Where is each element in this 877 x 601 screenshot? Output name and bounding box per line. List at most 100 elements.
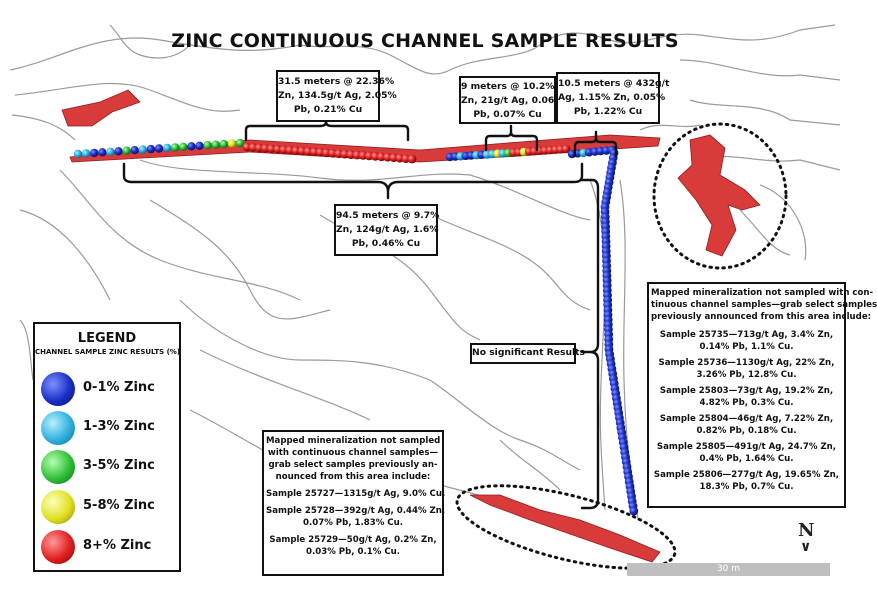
- sample-line: Sample 25728—392g/t Ag, 0.44% Zn,: [266, 506, 446, 516]
- sample-bead: [81, 149, 91, 158]
- sample-bead: [154, 144, 164, 153]
- callout-line: Zn, 134.5g/t Ag, 2.05%: [278, 90, 397, 101]
- bracket-no-results: [580, 178, 600, 510]
- sample-line: 0.14% Pb, 1.1% Cu.: [699, 342, 794, 352]
- callout-31-5m: 31.5 meters @ 22.36% Zn, 134.5g/t Ag, 2.…: [276, 70, 397, 122]
- callout-line: 94.5 meters @ 9.7%: [336, 210, 440, 221]
- sample-line: 0.07% Pb, 1.83% Cu.: [302, 518, 403, 528]
- note-line: with continuous channel samples—: [267, 448, 439, 458]
- legend-item-3-5: 3-5% Zinc: [41, 450, 177, 484]
- sample-bead: [235, 138, 245, 148]
- zinc-3-5-swatch: [41, 450, 75, 484]
- callout-line: 9 meters @ 10.2%: [461, 81, 555, 92]
- sample-bead: [187, 142, 196, 151]
- sample-bead: [98, 148, 107, 157]
- map-title: ZINC CONTINUOUS CHANNEL SAMPLE RESULTS: [171, 30, 679, 52]
- right-mineralization-ellipse: [652, 122, 788, 270]
- sample-25728: Sample 25728—392g/t Ag, 0.44% Zn, 0.07% P…: [266, 505, 446, 529]
- sample-bead: [219, 139, 228, 149]
- legend-label: 3-5% Zinc: [83, 458, 155, 473]
- legend-subtitle: CHANNEL SAMPLE ZINC RESULTS (%): [35, 348, 181, 356]
- sample-bead: [171, 143, 180, 152]
- sample-bead: [162, 143, 172, 153]
- sample-bead: [227, 139, 237, 148]
- sample-bead: [73, 149, 83, 159]
- sample-bead: [114, 147, 123, 156]
- sample-line: Sample 25803—73g/t Ag, 19.2% Zn,: [659, 386, 834, 396]
- callout-94-5m: 94.5 meters @ 9.7% Zn, 124g/t Ag, 1.6% P…: [334, 204, 440, 256]
- zinc-5-8-swatch: [41, 490, 75, 524]
- sample-25736: Sample 25736—1130g/t Ag, 22% Zn, 3.26% Pb…: [651, 357, 842, 381]
- callout-line: 10.5 meters @ 432g/t: [558, 78, 670, 89]
- note-line: grab select samples previously an-: [268, 460, 438, 470]
- sample-line: 3.26% Pb, 12.8% Cu.: [696, 370, 797, 380]
- scale-label: 30 m: [716, 564, 741, 574]
- sample-bead: [407, 154, 417, 164]
- sample-bead: [106, 147, 115, 156]
- callout-10-5m: 10.5 meters @ 432g/t Ag, 1.15% Zn, 0.05%…: [556, 72, 670, 124]
- callout-no-results: No significant Results: [470, 343, 585, 364]
- sample-line: Sample 25736—1130g/t Ag, 22% Zn,: [658, 358, 835, 368]
- note-line: tinuous channel samples—grab select samp…: [651, 300, 877, 310]
- bracket-9m: [484, 124, 539, 152]
- left-mineralization-ellipse: [455, 484, 677, 570]
- legend-item-0-1: 0-1% Zinc: [41, 372, 177, 406]
- sample-bead: [122, 146, 131, 155]
- sample-bead: [146, 144, 156, 154]
- sample-bead: [203, 141, 212, 150]
- legend-label: 5-8% Zinc: [83, 498, 155, 513]
- sample-line: 0.4% Pb, 1.64% Cu.: [699, 454, 794, 464]
- callout-line: Ag, 1.15% Zn, 0.05%: [558, 92, 666, 103]
- callout-line: No significant Results: [472, 347, 585, 358]
- sample-bead: [138, 145, 147, 154]
- bracket-94-5m: [122, 162, 584, 200]
- sample-25727: Sample 25727—1315g/t Ag, 9.0% Cu.: [266, 488, 446, 500]
- callout-line: Zn, 21g/t Ag, 0.06%: [461, 95, 564, 106]
- sample-bead: [130, 146, 139, 155]
- sample-line: Sample 25735—713g/t Ag, 3.4% Zn,: [659, 330, 834, 340]
- zinc-8-plus-swatch: [41, 530, 75, 564]
- note-line: Mapped mineralization not sampled with c…: [651, 288, 874, 298]
- callout-9m: 9 meters @ 10.2% Zn, 21g/t Ag, 0.06% Pb,…: [459, 76, 564, 124]
- sample-line: 18.3% Pb, 0.7% Cu.: [699, 482, 794, 492]
- sample-line: Sample 25806—277g/t Ag, 19.65% Zn,: [653, 470, 840, 480]
- sample-25735: Sample 25735—713g/t Ag, 3.4% Zn, 0.14% Pb…: [651, 329, 842, 353]
- sample-25806: Sample 25806—277g/t Ag, 19.65% Zn, 18.3% …: [651, 469, 842, 493]
- zinc-0-1-swatch: [41, 372, 75, 406]
- sample-bead: [90, 148, 99, 158]
- sample-bead: [179, 142, 188, 151]
- sample-25729: Sample 25729—50g/t Ag, 0.2% Zn, 0.03% Pb,…: [266, 534, 440, 558]
- north-label: N: [798, 520, 815, 541]
- sample-bead: [211, 140, 220, 149]
- callout-line: Zn, 124g/t Ag, 1.6%: [336, 224, 439, 235]
- sample-bead: [195, 141, 204, 150]
- callout-line: 31.5 meters @ 22.36%: [278, 76, 395, 87]
- sample-line: 0.03% Pb, 0.1% Cu.: [305, 547, 401, 557]
- right-grab-sample-note: Mapped mineralization not sampled with c…: [647, 282, 877, 508]
- zinc-1-3-swatch: [41, 411, 75, 445]
- sample-25804: Sample 25804—46g/t Ag, 7.22% Zn, 0.82% Pb…: [651, 413, 842, 437]
- left-grab-sample-note: Mapped mineralization not sampled with c…: [262, 430, 446, 576]
- sample-bead: [629, 506, 639, 516]
- legend-item-1-3: 1-3% Zinc: [41, 411, 177, 445]
- sample-bead: [561, 144, 571, 154]
- channel-samples: [73, 138, 639, 516]
- legend-label: 8+% Zinc: [83, 538, 152, 553]
- scale-bar: 30 m: [627, 563, 830, 576]
- legend-item-5-8: 5-8% Zinc: [41, 490, 177, 524]
- sample-line: Sample 25729—50g/t Ag, 0.2% Zn,: [269, 535, 437, 545]
- sample-line: Sample 25805—491g/t Ag, 24.7% Zn,: [656, 442, 837, 452]
- callout-line: Pb, 0.07% Cu: [473, 109, 542, 120]
- note-line: nounced from this area include:: [275, 472, 431, 482]
- sample-line: Sample 25804—46g/t Ag, 7.22% Zn,: [659, 414, 834, 424]
- bracket-10-5m: [573, 130, 618, 158]
- note-line: previously announced from this area incl…: [651, 312, 872, 322]
- sample-line: Sample 25727—1315g/t Ag, 9.0% Cu.: [266, 489, 446, 499]
- callout-line: Pb, 1.22% Cu: [573, 106, 643, 117]
- brackets: [122, 114, 618, 510]
- note-line: Mapped mineralization not sampled: [266, 436, 441, 446]
- sample-25805: Sample 25805—491g/t Ag, 24.7% Zn, 0.4% Pb…: [651, 441, 842, 465]
- north-arrow-icon: N ∨: [798, 520, 815, 555]
- sample-line: 0.82% Pb, 0.18% Cu.: [696, 426, 797, 436]
- sample-line: 4.82% Pb, 0.3% Cu.: [699, 398, 794, 408]
